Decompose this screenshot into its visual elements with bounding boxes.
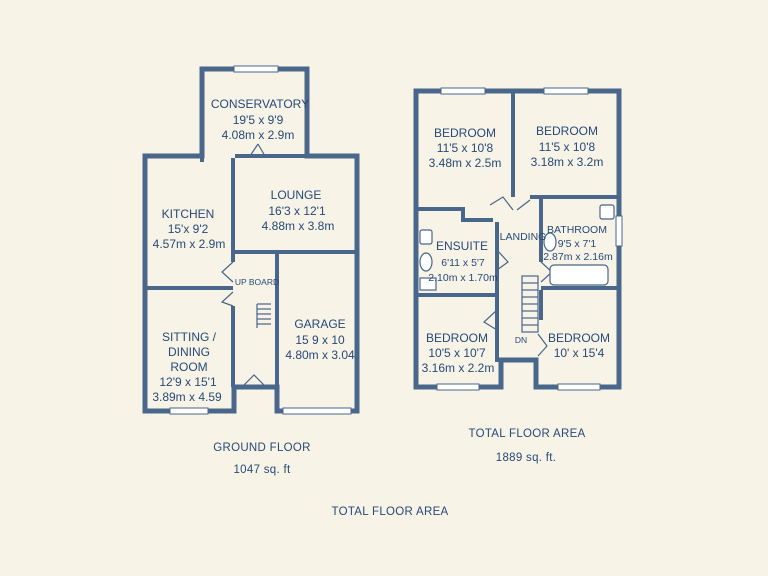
bedroom-3-name: BEDROOM xyxy=(426,331,488,345)
footer-title: TOTAL FLOOR AREA xyxy=(331,506,448,518)
garage-name: GARAGE xyxy=(294,317,345,331)
bathroom-imperial: 9'5 x 7'1 xyxy=(558,238,597,250)
bedroom-4-imperial: 10' x 15'4 xyxy=(554,346,605,360)
first-floor-plan: BEDROOM 11'5 x 10'8 3.48m x 2.5m BEDROOM… xyxy=(413,87,623,464)
ensuite-basin-icon xyxy=(419,229,433,245)
first-floor-title: TOTAL FLOOR AREA xyxy=(468,428,585,440)
conservatory-door xyxy=(249,143,266,157)
front-door xyxy=(241,374,267,388)
kitchen-name: KITCHEN xyxy=(162,207,215,221)
bedroom-3-imperial: 10'5 x 10'7 xyxy=(428,346,486,360)
bedroom-1-window xyxy=(440,87,486,95)
bedroom-3-metric: 3.16m x 2.2m xyxy=(422,361,495,375)
bedroom-3-window xyxy=(436,383,480,391)
kitchen-metric: 4.57m x 2.9m xyxy=(153,237,226,251)
bathroom-toilet-icon xyxy=(543,232,557,252)
ground-floor-title: GROUND FLOOR xyxy=(213,442,311,454)
bathroom-window xyxy=(615,215,623,247)
bathroom-metric: 2.87m x 2.16m xyxy=(543,251,613,263)
lounge-metric: 4.88m x 3.8m xyxy=(262,219,335,233)
conservatory-metric: 4.08m x 2.9m xyxy=(222,128,295,142)
bedroom-2-name: BEDROOM xyxy=(536,124,598,138)
bathroom-basin-icon xyxy=(599,204,615,220)
ensuite-imperial: 6'11 x 5'7 xyxy=(441,257,485,269)
bedroom-3-door xyxy=(483,309,498,331)
sitting-room-window xyxy=(169,407,209,415)
bathroom-name: BATHROOM xyxy=(547,224,607,236)
ensuite-door xyxy=(496,249,509,271)
ground-floor-plan: CONSERVATORY 19'5 x 9'9 4.08m x 2.9m KIT… xyxy=(142,65,360,476)
conservatory-wall xyxy=(200,154,307,162)
sitting-room-name-2: DINING xyxy=(168,345,210,359)
first-floor-area: 1889 sq. ft. xyxy=(496,452,557,464)
sitting-room-door xyxy=(220,291,234,307)
sitting-room-name-3: ROOM xyxy=(170,360,207,374)
ensuite-metric: 2.10m x 1.70m xyxy=(428,272,498,284)
lounge-name: LOUNGE xyxy=(271,188,322,202)
ensuite-toilet-icon xyxy=(419,252,433,272)
first-stair-label: DN xyxy=(515,335,527,345)
bedroom-2-metric: 3.18m x 3.2m xyxy=(531,155,604,169)
bedroom-2-imperial: 11'5 x 10'8 xyxy=(539,140,596,154)
bedroom-1-door xyxy=(489,196,514,211)
bedroom-4-name: BEDROOM xyxy=(548,331,610,345)
bedroom-2-window xyxy=(543,87,589,95)
conservatory-imperial: 19'5 x 9'9 xyxy=(233,113,284,127)
ensuite-shower-icon xyxy=(419,277,437,291)
bedroom-2-door xyxy=(516,199,531,211)
garage-imperial: 15 9 x 10 xyxy=(295,333,345,347)
bedroom-1-imperial: 11'5 x 10'8 xyxy=(437,141,494,155)
bedroom-1-name: BEDROOM xyxy=(434,126,496,140)
kitchen-imperial: 15'x 9'2 xyxy=(168,222,209,236)
conservatory-window xyxy=(233,65,279,73)
bedroom-4-window xyxy=(557,383,601,391)
ground-stair-label: UP BOARD xyxy=(235,277,279,287)
bedroom-1-bottom-wall xyxy=(418,207,493,222)
sitting-room-imperial: 12'9 x 15'1 xyxy=(159,375,217,389)
ensuite-name: ENSUITE xyxy=(436,239,488,253)
sitting-room-name-1: SITTING / xyxy=(162,330,217,344)
ground-floor-area: 1047 sq. ft xyxy=(233,464,291,476)
bath-icon xyxy=(549,264,609,286)
ground-stair xyxy=(256,303,271,328)
bedroom-1-metric: 3.48m x 2.5m xyxy=(429,156,502,170)
kitchen-door xyxy=(221,261,234,283)
lounge-imperial: 16'3 x 12'1 xyxy=(268,204,326,218)
conservatory-name: CONSERVATORY xyxy=(211,97,309,111)
garage-door xyxy=(282,407,352,415)
sitting-room-metric: 3.89m x 4.59 xyxy=(152,390,222,404)
bedroom-4-door xyxy=(537,333,548,357)
garage-metric: 4.80m x 3.04 xyxy=(285,348,355,362)
landing-name: LANDING xyxy=(500,231,547,243)
first-stair xyxy=(521,275,539,333)
